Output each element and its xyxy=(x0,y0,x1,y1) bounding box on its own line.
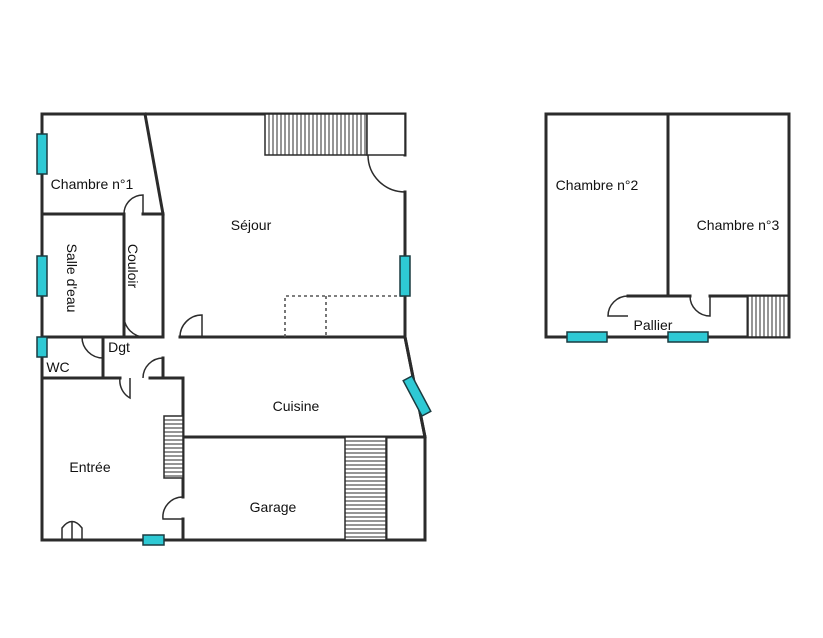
door-entree xyxy=(119,377,131,400)
window-chambre1 xyxy=(36,133,48,175)
label-cuisine: Cuisine xyxy=(273,398,320,414)
door-dgt-east xyxy=(142,357,164,379)
door-chambre1 xyxy=(123,194,144,215)
label-garage: Garage xyxy=(250,499,297,515)
exterior-wall-east xyxy=(403,190,427,542)
door-sejour-south xyxy=(179,314,203,338)
label-sejour: Séjour xyxy=(231,217,272,233)
wall-chambre1-sejour xyxy=(143,112,165,216)
window-salle-eau xyxy=(36,255,48,297)
label-couloir: Couloir xyxy=(125,244,141,289)
window-cuisine xyxy=(402,374,432,418)
cabinet-sejour xyxy=(366,113,406,156)
window-pallier xyxy=(667,331,709,343)
window-entree xyxy=(142,534,165,546)
label-salle-eau: Salle d'eau xyxy=(64,244,80,313)
label-dgt: Dgt xyxy=(108,339,130,355)
stair-outline xyxy=(264,113,368,156)
door-entree-east xyxy=(162,496,184,520)
staircase-sejour xyxy=(264,113,368,156)
ground-floor: Chambre n°1 Séjour Salle d'eau Couloir D… xyxy=(36,112,432,546)
door-couloir xyxy=(123,315,146,338)
door-sejour-east xyxy=(367,154,406,193)
window-wc xyxy=(36,336,48,358)
door-chambre3 xyxy=(689,295,711,317)
staircase-upper xyxy=(747,295,790,338)
label-chambre3: Chambre n°3 xyxy=(697,217,780,233)
label-chambre2: Chambre n°2 xyxy=(556,177,639,193)
window-chambre2 xyxy=(566,331,608,343)
label-pallier: Pallier xyxy=(634,317,673,333)
door-wc xyxy=(81,336,104,359)
stair-outline xyxy=(163,415,184,479)
label-chambre1: Chambre n°1 xyxy=(51,176,134,192)
window-sejour xyxy=(399,255,411,297)
upper-floor: Chambre n°2 Chambre n°3 Pallier xyxy=(544,112,791,343)
door-chambre2 xyxy=(607,295,629,317)
staircase-garage xyxy=(344,436,387,541)
staircase-entree xyxy=(163,415,184,479)
door-front xyxy=(61,520,83,540)
label-wc: WC xyxy=(46,359,69,375)
label-entree: Entrée xyxy=(69,459,110,475)
dotted-outline xyxy=(284,295,405,337)
